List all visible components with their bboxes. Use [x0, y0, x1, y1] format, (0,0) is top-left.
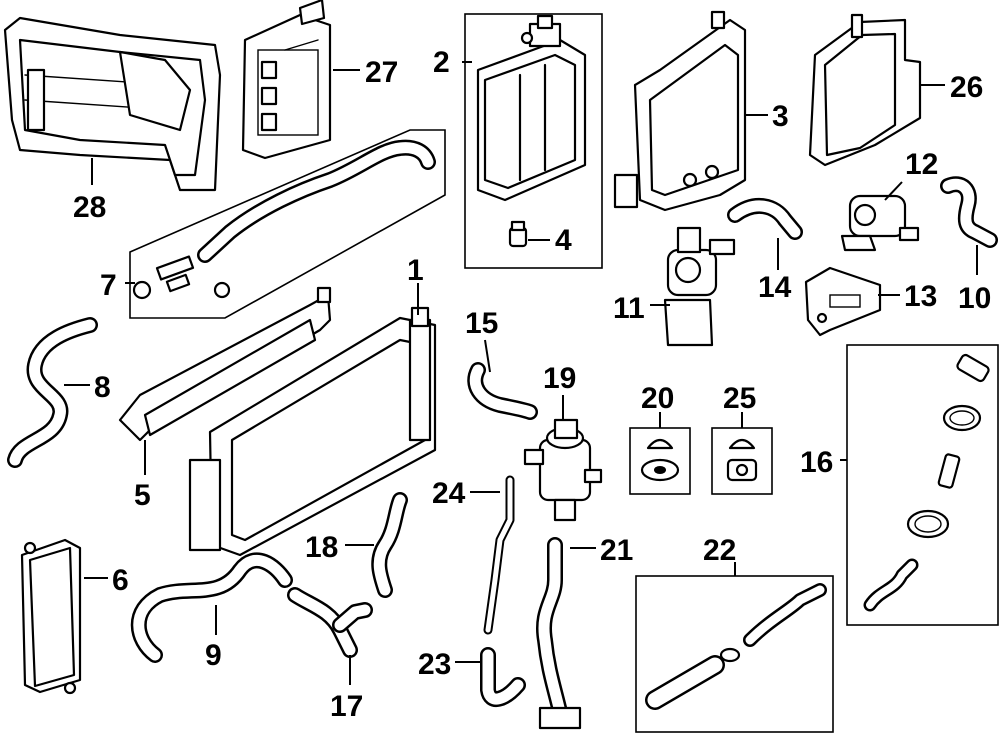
group-box-2: [464, 13, 603, 269]
part-19-pump: [523, 418, 603, 522]
part-5-shield: [118, 286, 332, 442]
callout-5: 5: [134, 479, 151, 512]
leader-lines: [64, 61, 978, 685]
part-6-grille: [20, 538, 82, 695]
part-11-pump: [663, 226, 736, 347]
part-10-hose: [940, 176, 998, 248]
callout-7: 7: [100, 269, 117, 302]
part-26-cover: [808, 13, 922, 167]
part-4-cap: [508, 220, 528, 248]
callout-13: 13: [904, 280, 937, 313]
callout-16: 16: [800, 446, 833, 479]
callout-6: 6: [112, 564, 129, 597]
callout-24: 24: [432, 477, 466, 510]
part-18-hose: [371, 492, 408, 598]
part-3-bracket: [613, 10, 747, 212]
part-13-bracket: [804, 266, 882, 337]
callout-27: 27: [365, 56, 398, 89]
callout-23: 23: [418, 648, 451, 681]
part-27-shield: [241, 0, 332, 160]
callout-22: 22: [703, 534, 736, 567]
part-24-tube: [483, 475, 515, 635]
callout-26: 26: [950, 71, 983, 104]
group-box-7: [129, 129, 446, 319]
callout-1: 1: [407, 254, 424, 287]
part-21-hose: [536, 537, 582, 730]
callout-2: 2: [433, 46, 450, 79]
callout-25: 25: [723, 382, 756, 415]
part-9-hose: [130, 552, 293, 663]
callout-10: 10: [958, 282, 991, 315]
part-17-y-hose: [287, 587, 373, 658]
part-25-cap: [726, 438, 758, 482]
callout-18: 18: [305, 531, 338, 564]
part-28-air-deflector: [3, 16, 222, 192]
part-22-hose-kit: [645, 583, 827, 710]
callout-11: 11: [613, 292, 645, 325]
callout-9: 9: [205, 639, 222, 672]
callout-labels: 1 2 3 4 5 6 7 8 9 10 11 12 13 14 15 16 1…: [73, 46, 991, 723]
part-23-hose: [480, 647, 526, 707]
part-16-kit: [863, 353, 990, 612]
part-12-pump: [840, 194, 920, 252]
callout-8: 8: [94, 371, 111, 404]
callout-15: 15: [465, 307, 498, 340]
callout-21: 21: [600, 534, 633, 567]
part-8-hose: [7, 317, 98, 468]
callout-28: 28: [73, 191, 106, 224]
callout-20: 20: [641, 382, 674, 415]
part-14-hose: [727, 198, 803, 240]
part-15-hose: [467, 362, 538, 420]
callout-3: 3: [772, 100, 789, 133]
part-20-cap: [640, 438, 680, 482]
callout-4: 4: [555, 224, 572, 257]
part-1-condenser: [188, 306, 437, 557]
part-2-radiator: [476, 14, 587, 202]
part-7-hose-kit: [132, 139, 436, 300]
callout-19: 19: [543, 362, 576, 395]
callout-14: 14: [758, 271, 792, 304]
callout-12: 12: [905, 148, 938, 181]
callout-17: 17: [330, 690, 363, 723]
group-box-16: [846, 344, 999, 626]
